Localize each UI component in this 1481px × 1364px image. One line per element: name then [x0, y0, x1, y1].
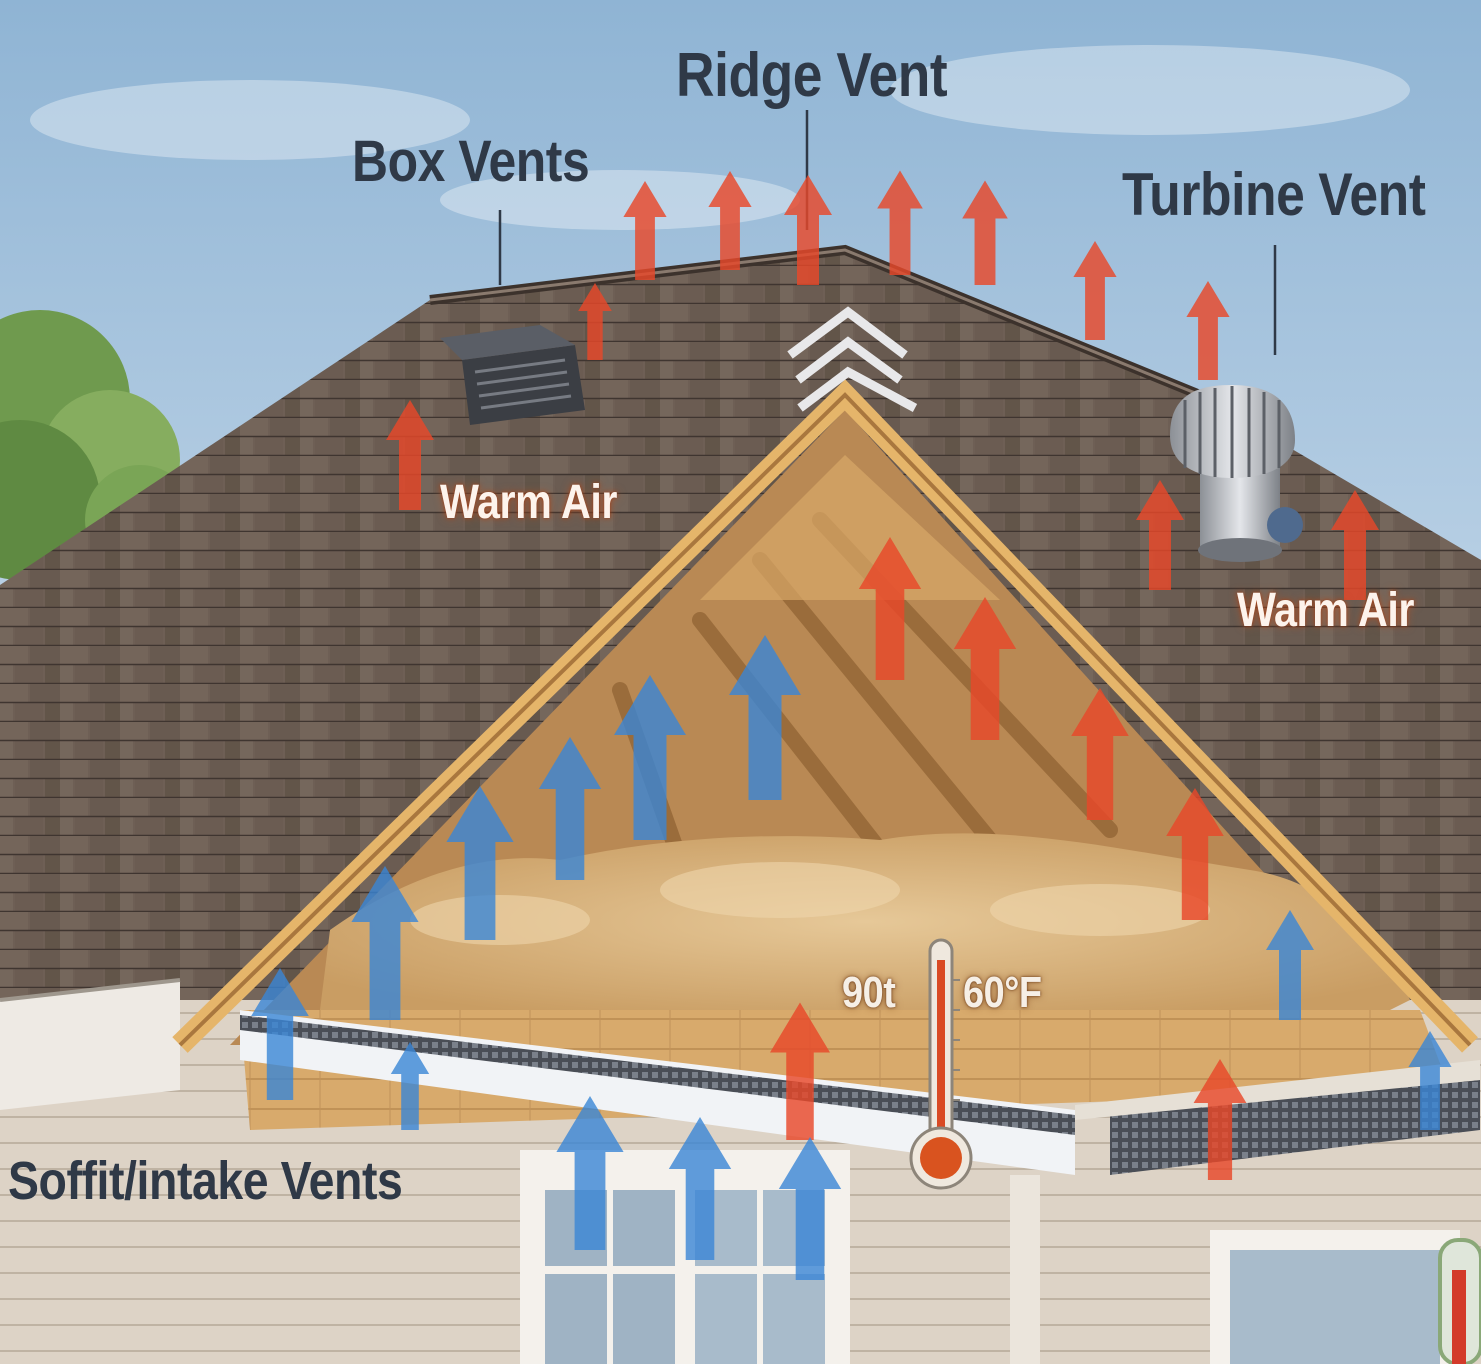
soffit-vent-right [1110, 1080, 1480, 1175]
gauge-icon [1438, 1238, 1481, 1364]
box-vent [440, 325, 585, 425]
clouds [30, 45, 1410, 230]
ridge-vent-label: Ridge Vent [676, 41, 948, 110]
ridge-vent [787, 306, 918, 412]
warm-air-label-right: Warm Air [1237, 584, 1414, 637]
warm-air-label-left: Warm Air [440, 476, 617, 529]
turbine-vent-label: Turbine Vent [1122, 161, 1426, 228]
soffit-vent-strip [240, 1015, 1075, 1135]
temp-cool-label: 60°F [963, 968, 1042, 1017]
left-gutter [0, 980, 180, 1110]
box-vents-label: Box Vents [352, 129, 590, 194]
thermometer [909, 938, 973, 1190]
turbine-vent [1170, 385, 1303, 562]
temp-hot-label: 90t [842, 968, 896, 1017]
insulation [320, 833, 1410, 1010]
soffit-vents-label: Soffit/intake Vents [8, 1151, 403, 1211]
